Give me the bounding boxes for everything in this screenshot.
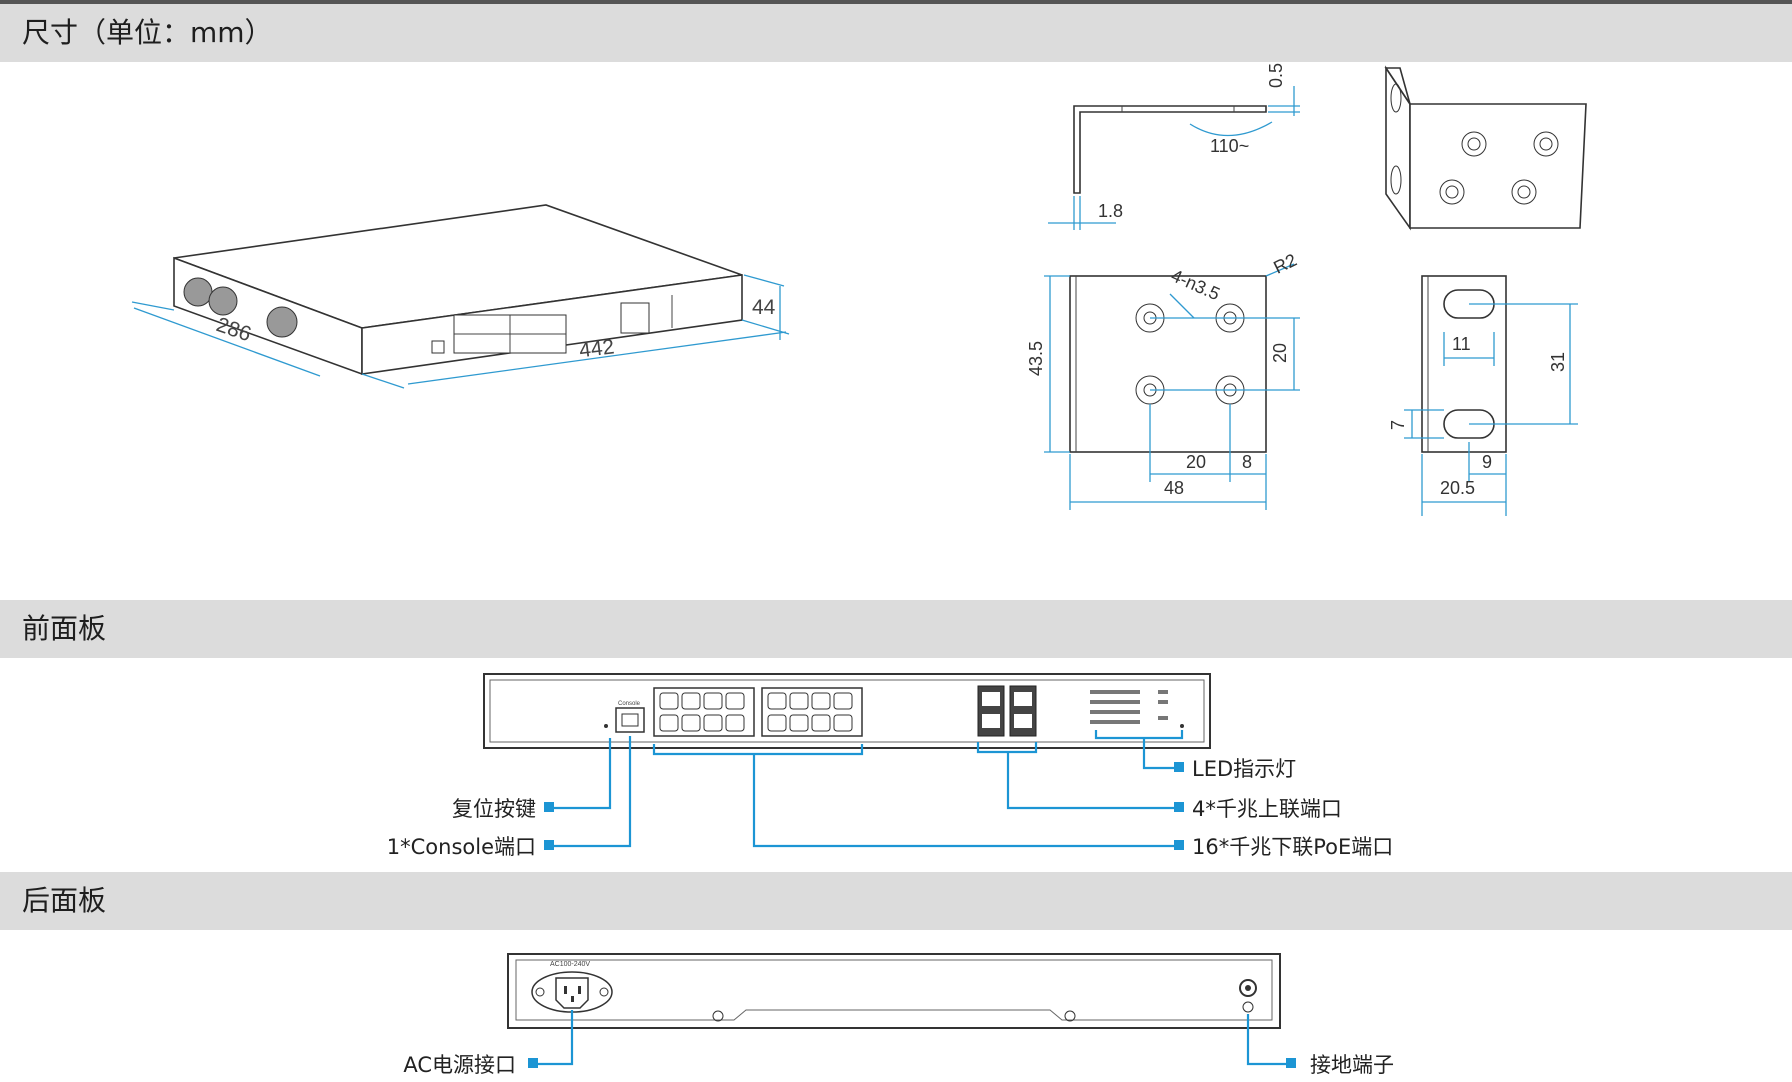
callout-ac-power: AC电源接口 xyxy=(403,1053,516,1077)
angle-label: 110~ xyxy=(1210,136,1249,156)
section-title-dimensions: 尺寸（单位：mm） xyxy=(22,16,273,49)
slot-bottom-label: 7 xyxy=(1388,420,1408,430)
rear-panel-area: AC100-240V AC电源接口 接地端子 xyxy=(4,930,1792,1082)
section-title-front-panel: 前面板 xyxy=(22,612,107,645)
hole-edge-label: 8 xyxy=(1242,452,1252,472)
console-label: Console xyxy=(618,701,641,707)
front-panel-device: Console xyxy=(483,673,1211,749)
top-border xyxy=(0,0,1792,4)
section-header-rear-panel: 后面板 xyxy=(0,872,1792,930)
bracket-perspective xyxy=(1384,65,1587,231)
front-panel-diagram: Console xyxy=(387,673,1393,859)
hole-vertical-label: 20 xyxy=(1270,343,1290,363)
slot-side-label: 9 xyxy=(1482,452,1492,472)
hole-horizontal-label: 20 xyxy=(1186,452,1206,472)
callout-ground: 接地端子 xyxy=(1310,1053,1394,1077)
callout-console: 1*Console端口 xyxy=(387,835,536,859)
rear-panel-device: AC100-240V xyxy=(507,953,1281,1029)
power-rating: AC100-240V xyxy=(550,961,590,968)
section-header-dimensions: 尺寸（单位：mm） xyxy=(0,4,1792,62)
rear-panel-diagram: AC100-240V AC电源接口 接地端子 xyxy=(403,953,1394,1077)
callout-uplink: 4*千兆上联端口 xyxy=(1192,797,1342,821)
ear-width-label: 20.5 xyxy=(1440,478,1475,498)
bracket-top-view: 0.5 110~ 1.8 xyxy=(1048,63,1300,230)
bracket-width-label: 48 xyxy=(1164,478,1184,498)
callout-reset: 复位按键 xyxy=(452,797,536,821)
radius-label: R2 xyxy=(1270,250,1299,278)
front-callouts: 复位按键 1*Console端口 16*千兆下联PoE端口 4*千兆上联端口 L… xyxy=(387,730,1393,859)
rear-callouts: AC电源接口 接地端子 xyxy=(403,1010,1394,1077)
callout-led: LED指示灯 xyxy=(1192,757,1296,781)
slot-width-label: 11 xyxy=(1452,334,1471,354)
thickness-label: 0.5 xyxy=(1266,63,1286,88)
height-label: 44 xyxy=(752,296,776,319)
section-title-rear-panel: 后面板 xyxy=(22,884,107,917)
bracket-front-view: 20 43.5 20 8 48 4-n3.5 R2 xyxy=(1026,250,1300,510)
bracket-side-view: 11 31 7 9 20.5 xyxy=(1388,275,1578,516)
slot-spacing-label: 31 xyxy=(1548,352,1568,372)
front-panel-area: Console xyxy=(4,658,1792,872)
switch-3d-drawing xyxy=(173,204,743,376)
section-header-front-panel: 前面板 xyxy=(0,600,1792,658)
dimensions-panel: 286 442 44 0.5 110~ 1.8 xyxy=(4,62,1792,600)
side-thickness-label: 1.8 xyxy=(1098,201,1123,221)
bracket-height-label: 43.5 xyxy=(1026,341,1046,376)
dimension-drawings: 286 442 44 0.5 110~ 1.8 xyxy=(131,63,1587,516)
width-label: 442 xyxy=(578,335,616,362)
callout-poe: 16*千兆下联PoE端口 xyxy=(1192,835,1393,859)
